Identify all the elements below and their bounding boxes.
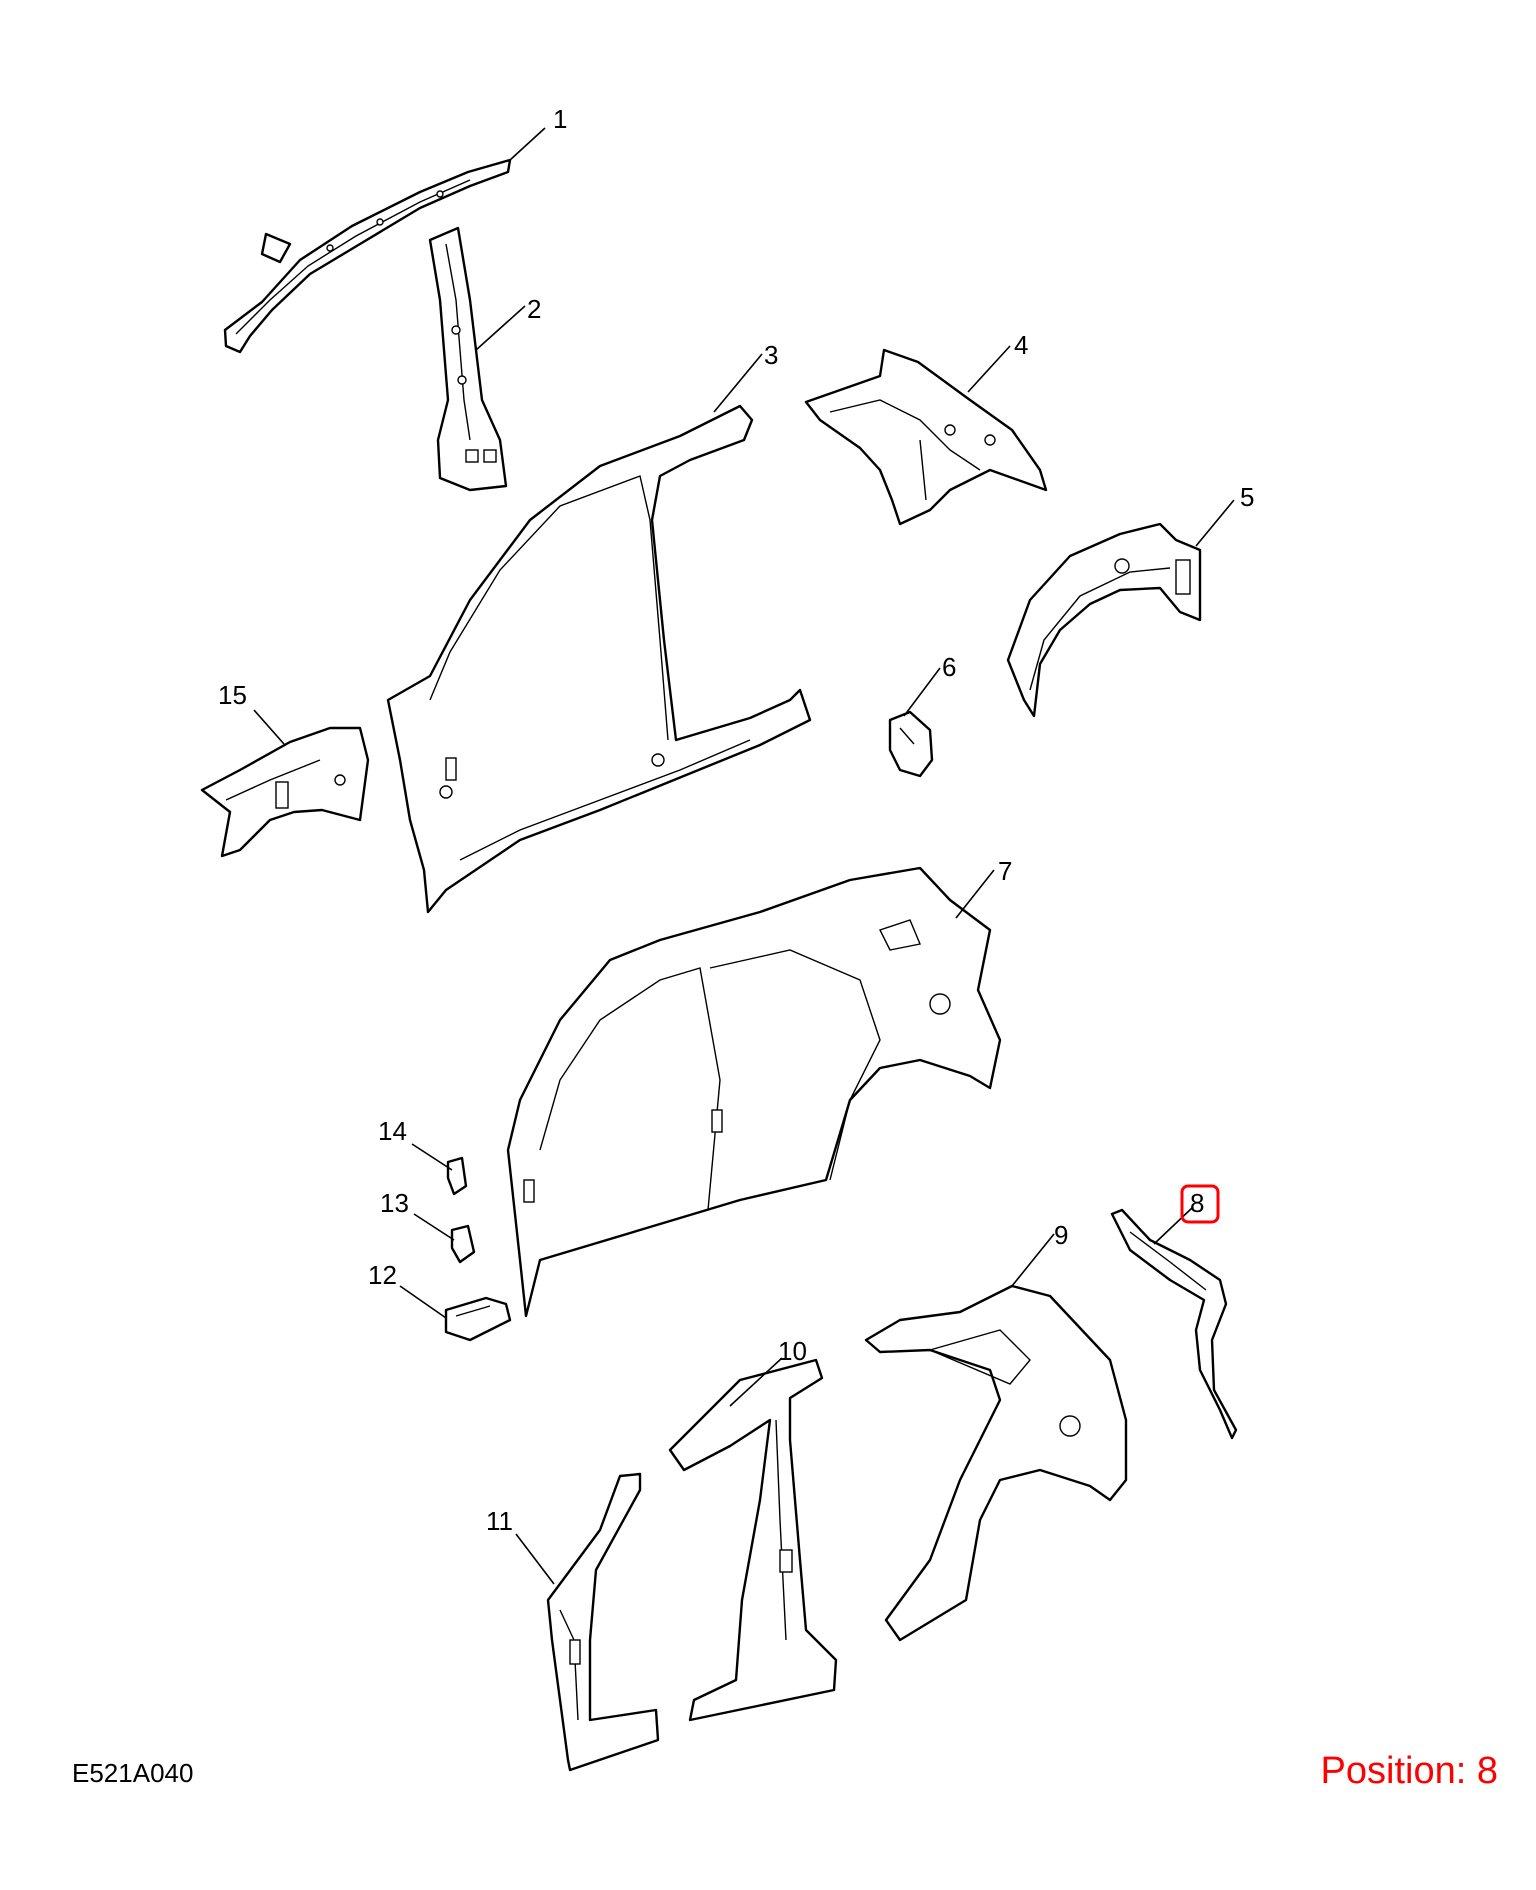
part-2-b-pillar-reinforcement[interactable] bbox=[428, 226, 508, 492]
callout-1[interactable]: 1 bbox=[553, 104, 567, 134]
part-3-body-side-inner[interactable] bbox=[386, 404, 812, 914]
leader-lines bbox=[253, 127, 1235, 1585]
callout-10[interactable]: 10 bbox=[778, 1336, 807, 1366]
highlight-box bbox=[1180, 1184, 1220, 1224]
callout-9[interactable]: 9 bbox=[1054, 1220, 1068, 1250]
part-1-roof-rail[interactable] bbox=[223, 158, 512, 354]
part-10-b-pillar-outer[interactable] bbox=[668, 1358, 838, 1722]
callout-6[interactable]: 6 bbox=[942, 652, 956, 682]
callout-5[interactable]: 5 bbox=[1240, 482, 1254, 512]
part-8-rear-reinforcement[interactable] bbox=[1110, 1208, 1238, 1440]
callout-labels: 1 2 3 4 5 6 7 8 9 10 11 12 13 14 15 bbox=[218, 104, 1254, 1536]
part-14-bracket[interactable] bbox=[446, 1156, 468, 1196]
callout-8[interactable]: 8 bbox=[1190, 1188, 1204, 1218]
part-13-bracket[interactable] bbox=[450, 1224, 476, 1264]
part-4-wheelhouse-inner[interactable] bbox=[804, 348, 1048, 526]
callout-4[interactable]: 4 bbox=[1014, 330, 1028, 360]
callout-7[interactable]: 7 bbox=[998, 856, 1012, 886]
callout-11[interactable]: 11 bbox=[486, 1506, 513, 1536]
part-9-quarter-panel[interactable] bbox=[864, 1284, 1128, 1642]
part-7-body-side-outer[interactable] bbox=[506, 866, 1002, 1318]
callout-12[interactable]: 12 bbox=[368, 1260, 397, 1290]
callout-3[interactable]: 3 bbox=[764, 340, 778, 370]
callout-15[interactable]: 15 bbox=[218, 680, 247, 710]
part-6-bracket[interactable] bbox=[888, 710, 934, 778]
position-indicator: Position: 8 bbox=[1320, 1750, 1498, 1792]
callout-13[interactable]: 13 bbox=[380, 1188, 409, 1218]
figure-code: E521A040 bbox=[72, 1758, 194, 1788]
part-12-bracket[interactable] bbox=[444, 1296, 512, 1342]
callout-14[interactable]: 14 bbox=[378, 1116, 407, 1146]
part-11-a-pillar-sill[interactable] bbox=[546, 1472, 660, 1772]
callout-2[interactable]: 2 bbox=[527, 294, 541, 324]
part-15-hinge-pillar-bracket[interactable] bbox=[200, 726, 370, 858]
part-5-wheelhouse-outer[interactable] bbox=[1006, 522, 1202, 718]
